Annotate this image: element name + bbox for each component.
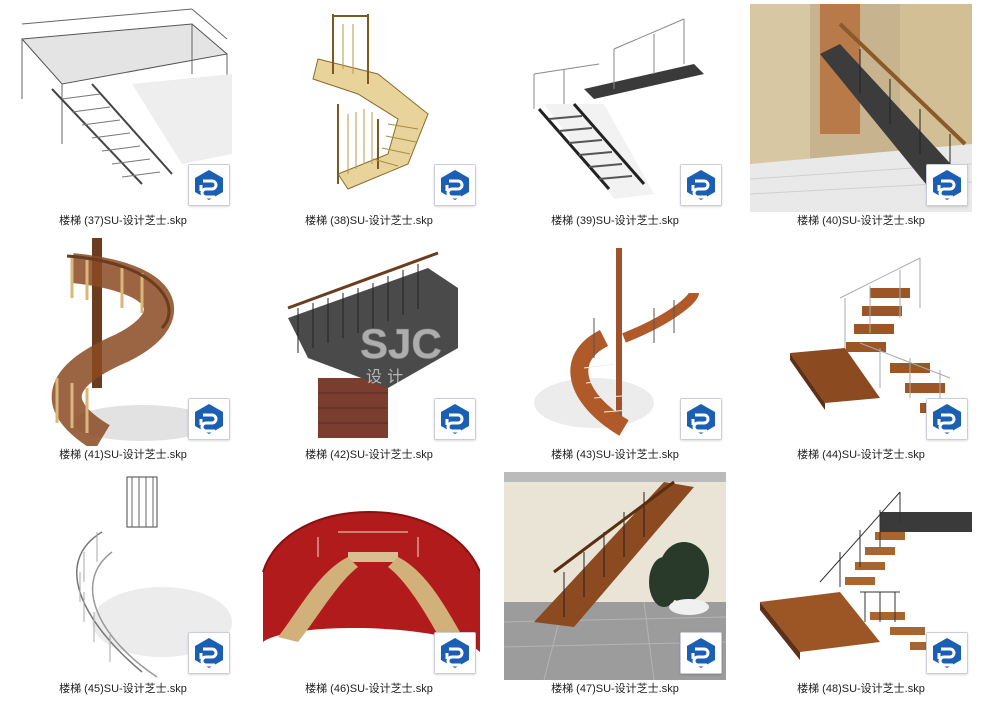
file-thumbnail[interactable]: [258, 238, 480, 446]
file-thumbnail[interactable]: [504, 472, 726, 680]
file-thumbnail[interactable]: [750, 238, 972, 446]
file-thumbnail[interactable]: [258, 4, 480, 212]
file-thumbnail[interactable]: [750, 4, 972, 212]
sketchup-icon[interactable]: [926, 632, 968, 674]
file-tile[interactable]: 楼梯 (47)SU-设计芝士.skp: [492, 468, 738, 701]
file-tile[interactable]: 楼梯 (45)SU-设计芝士.skp: [0, 468, 246, 701]
file-thumbnail[interactable]: [504, 238, 726, 446]
file-tile[interactable]: 楼梯 (46)SU-设计芝士.skp: [246, 468, 492, 701]
sketchup-icon[interactable]: [680, 632, 722, 674]
file-name-label[interactable]: 楼梯 (47)SU-设计芝士.skp: [551, 683, 679, 695]
file-tile[interactable]: 楼梯 (40)SU-设计芝士.skp: [738, 0, 984, 233]
file-tile[interactable]: 楼梯 (42)SU-设计芝士.skp: [246, 234, 492, 467]
file-thumbnail[interactable]: [12, 238, 234, 446]
file-name-label[interactable]: 楼梯 (48)SU-设计芝士.skp: [797, 683, 925, 695]
file-tile[interactable]: 楼梯 (41)SU-设计芝士.skp: [0, 234, 246, 467]
file-name-label[interactable]: 楼梯 (44)SU-设计芝士.skp: [797, 449, 925, 461]
file-tile[interactable]: 楼梯 (43)SU-设计芝士.skp: [492, 234, 738, 467]
sketchup-icon[interactable]: [434, 164, 476, 206]
staircase-preview-image: [12, 4, 234, 212]
file-name-label[interactable]: 楼梯 (37)SU-设计芝士.skp: [59, 215, 187, 227]
sketchup-icon[interactable]: [434, 398, 476, 440]
file-thumbnail[interactable]: [12, 4, 234, 212]
file-thumbnail[interactable]: [750, 472, 972, 680]
file-thumbnail[interactable]: [12, 472, 234, 680]
file-name-label[interactable]: 楼梯 (38)SU-设计芝士.skp: [305, 215, 433, 227]
sketchup-icon[interactable]: [680, 164, 722, 206]
sketchup-icon[interactable]: [926, 164, 968, 206]
file-tile[interactable]: 楼梯 (48)SU-设计芝士.skp: [738, 468, 984, 701]
staircase-preview-image: [258, 472, 480, 680]
sketchup-icon[interactable]: [188, 164, 230, 206]
file-tile[interactable]: 楼梯 (38)SU-设计芝士.skp: [246, 0, 492, 233]
file-tile[interactable]: 楼梯 (44)SU-设计芝士.skp: [738, 234, 984, 467]
file-name-label[interactable]: 楼梯 (42)SU-设计芝士.skp: [305, 449, 433, 461]
sketchup-icon[interactable]: [434, 632, 476, 674]
sketchup-icon[interactable]: [188, 632, 230, 674]
file-thumbnail[interactable]: [504, 4, 726, 212]
sketchup-icon[interactable]: [926, 398, 968, 440]
file-name-label[interactable]: 楼梯 (43)SU-设计芝士.skp: [551, 449, 679, 461]
file-name-label[interactable]: 楼梯 (41)SU-设计芝士.skp: [59, 449, 187, 461]
sketchup-icon[interactable]: [188, 398, 230, 440]
file-name-label[interactable]: 楼梯 (40)SU-设计芝士.skp: [797, 215, 925, 227]
file-name-label[interactable]: 楼梯 (45)SU-设计芝士.skp: [59, 683, 187, 695]
file-thumbnail[interactable]: [258, 472, 480, 680]
sketchup-icon[interactable]: [680, 398, 722, 440]
file-tile[interactable]: 楼梯 (37)SU-设计芝士.skp: [0, 0, 246, 233]
file-name-label[interactable]: 楼梯 (39)SU-设计芝士.skp: [551, 215, 679, 227]
file-tile[interactable]: 楼梯 (39)SU-设计芝士.skp: [492, 0, 738, 233]
file-name-label[interactable]: 楼梯 (46)SU-设计芝士.skp: [305, 683, 433, 695]
